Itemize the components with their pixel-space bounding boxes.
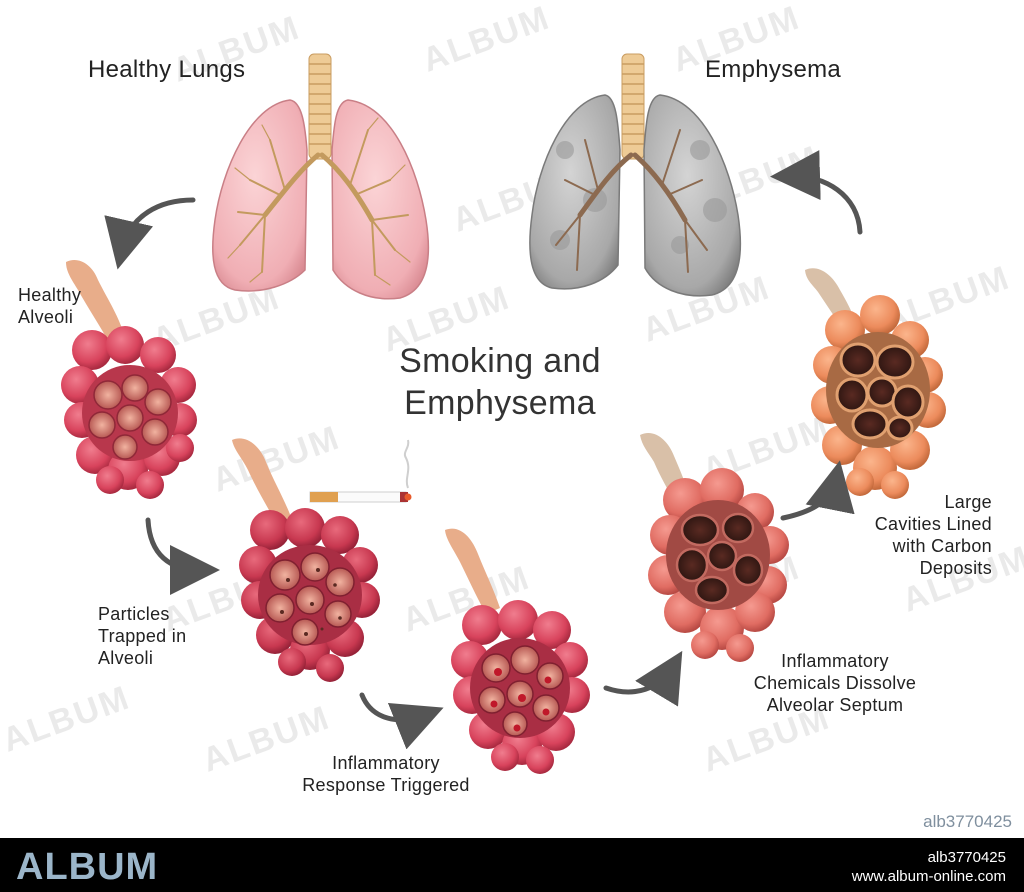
large-cavities-alveoli-cluster bbox=[805, 268, 946, 499]
arrow-dissolve-to-cavities bbox=[780, 460, 855, 521]
emphysema-title: Emphysema bbox=[705, 56, 842, 83]
inflammatory-response-label: Inflammatory Response Triggered bbox=[302, 753, 470, 795]
arrow-lungs-to-alveoli bbox=[104, 197, 196, 270]
large-cavities-label: Large Cavities Lined with Carbon Deposit… bbox=[874, 492, 992, 578]
particles-alveoli-cluster bbox=[232, 438, 380, 682]
image-id-label: alb3770425 bbox=[923, 812, 1012, 831]
arrow-cavities-to-emphysema bbox=[770, 150, 863, 235]
emphysema-lungs-illustration bbox=[529, 53, 742, 297]
arrow-inflammation-to-dissolve bbox=[603, 650, 683, 707]
diagram-illustration bbox=[61, 53, 946, 774]
healthy-alveoli-cluster bbox=[61, 260, 197, 499]
arrow-particles-to-inflammation bbox=[359, 692, 444, 750]
cycle-arrows bbox=[104, 150, 863, 750]
dissolving-alveoli-cluster bbox=[640, 432, 789, 662]
main-title: Smoking and Emphysema bbox=[399, 342, 601, 422]
chemicals-dissolve-label: Inflammatory Chemicals Dissolve Alveolar… bbox=[753, 651, 917, 715]
healthy-lungs-title: Healthy Lungs bbox=[88, 56, 246, 83]
arrow-alveoli-to-particles bbox=[145, 517, 220, 595]
cigarette-illustration bbox=[309, 439, 412, 503]
healthy-alveoli-label: Healthy Alveoli bbox=[18, 285, 82, 327]
healthy-lungs-illustration bbox=[212, 53, 430, 300]
footer-url[interactable]: www.album-online.com bbox=[851, 868, 1006, 885]
footer-image-id: alb3770425 bbox=[927, 849, 1006, 866]
footer-bar: ALBUM alb3770425 www.album-online.com bbox=[0, 838, 1024, 892]
inflamed-alveoli-cluster bbox=[445, 528, 590, 774]
album-logo: ALBUM bbox=[16, 846, 159, 888]
particles-trapped-label: Particles Trapped in Alveoli bbox=[98, 604, 187, 668]
